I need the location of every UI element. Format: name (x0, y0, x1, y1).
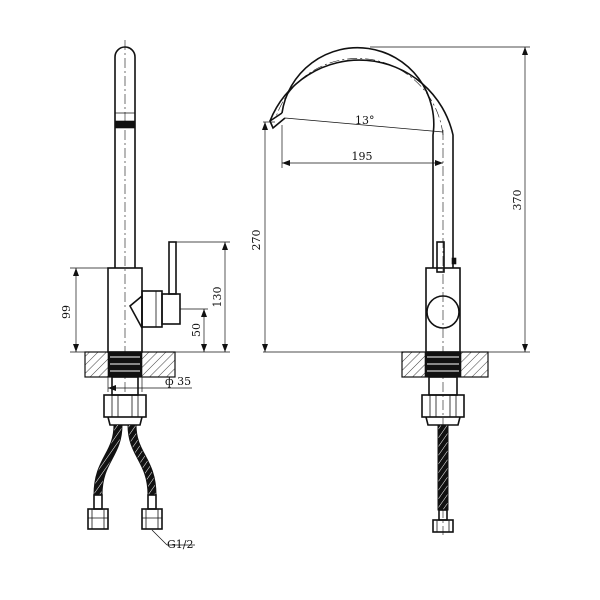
thread-label: G1/2 (167, 538, 194, 551)
spout-tip (269, 112, 286, 130)
dim-35-label: ф 35 (165, 375, 191, 388)
thread-leader (151, 529, 168, 546)
front-lever (436, 241, 445, 273)
spout-outer-edge (269, 59, 454, 268)
dim-99-label: 99 (60, 305, 73, 319)
handle-lever (168, 241, 177, 295)
front-lever-tip (451, 257, 457, 265)
angle-line (284, 117, 444, 133)
front-hose (437, 424, 449, 511)
hose-left (94, 424, 122, 496)
side-spout-tube (114, 46, 136, 268)
dim-370-label: 370 (511, 190, 524, 211)
dim-195-label: 195 (352, 150, 373, 163)
spout-centerline (275, 58, 444, 136)
side-view: G1/2 99 130 50 ф 35 (60, 40, 230, 551)
front-handle-circle (426, 295, 460, 329)
spout-inner-edge (281, 46, 435, 268)
angle-label: 13° (355, 114, 375, 127)
side-mounting-nut (103, 394, 147, 418)
fitting-left-nut (87, 508, 109, 530)
hose-right (128, 424, 156, 496)
dim-130-label: 130 (211, 287, 224, 308)
fitting-right-neck (147, 494, 157, 510)
front-view: 13° 195 270 (250, 46, 530, 535)
side-nut-bottom (107, 416, 143, 426)
fitting-right-nut (141, 508, 163, 530)
front-fitting-nut (432, 519, 454, 533)
handle-cap (161, 293, 181, 325)
handle-taper (128, 294, 143, 329)
handle-cartridge (141, 290, 163, 328)
front-mounting-nut (421, 394, 465, 418)
fitting-left-neck (93, 494, 103, 510)
dim-50-label: 50 (190, 323, 203, 337)
aerator-band (114, 120, 136, 129)
dim-270-label: 270 (250, 230, 263, 251)
